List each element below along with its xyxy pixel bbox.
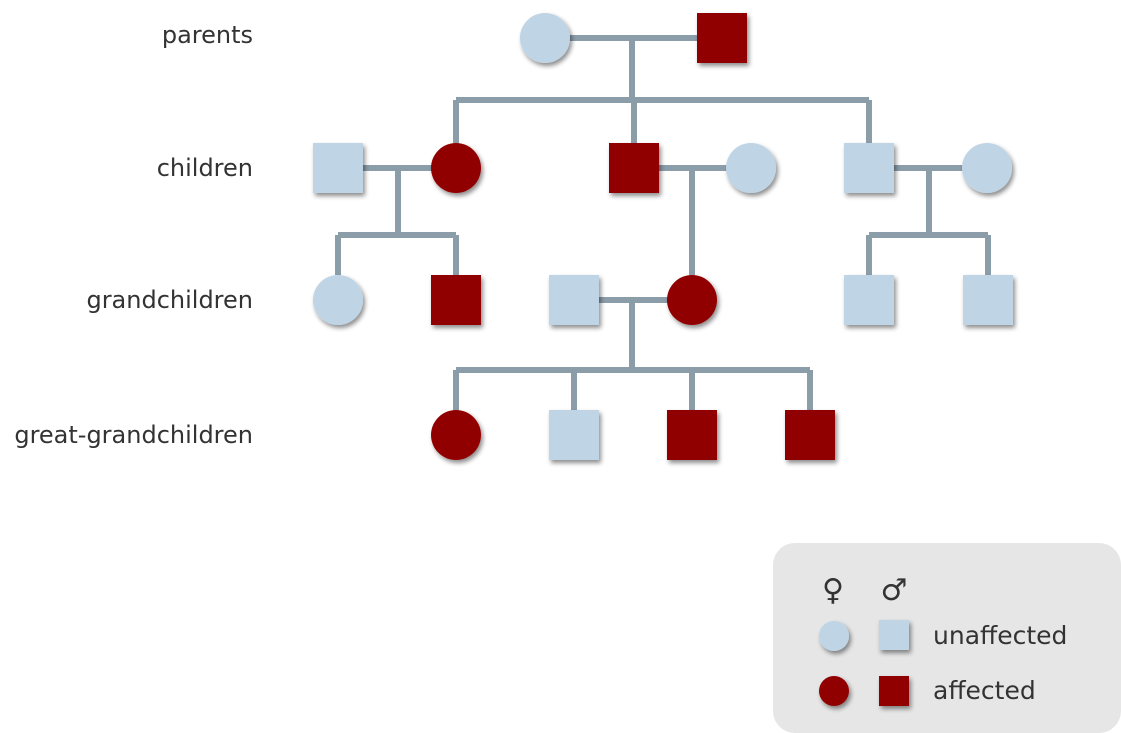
female-affected-individual [431, 410, 481, 460]
legend-unaffected-label: unaffected [933, 621, 1067, 650]
male-affected-individual [697, 13, 747, 63]
male-unaffected-individual [549, 275, 599, 325]
legend-female-affected-icon [819, 676, 849, 706]
male-unaffected-individual [844, 275, 894, 325]
legend-female-unaffected-icon [819, 621, 849, 651]
male-affected-individual [667, 410, 717, 460]
legend: ♀ ♂ unaffected affected [773, 543, 1121, 733]
male-unaffected-individual [963, 275, 1013, 325]
male-affected-individual [785, 410, 835, 460]
legend-affected-label: affected [933, 676, 1036, 705]
female-affected-individual [431, 143, 481, 193]
generation-labels: parents children grandchildren great-gra… [14, 21, 253, 449]
female-unaffected-individual [962, 143, 1012, 193]
legend-male-unaffected-icon [879, 620, 909, 650]
male-affected-individual [431, 275, 481, 325]
individuals [313, 13, 1013, 460]
male-unaffected-individual [313, 143, 363, 193]
legend-male-affected-icon [879, 676, 909, 706]
male-affected-individual [609, 143, 659, 193]
legend-background [773, 543, 1121, 733]
male-unaffected-individual [549, 410, 599, 460]
female-unaffected-individual [520, 13, 570, 63]
generation-label-parents: parents [162, 21, 253, 49]
female-affected-individual [667, 275, 717, 325]
female-unaffected-individual [313, 275, 363, 325]
male-unaffected-individual [844, 143, 894, 193]
generation-label-children: children [157, 154, 253, 182]
male-symbol-icon: ♂ [881, 573, 908, 608]
female-symbol-icon: ♀ [822, 573, 844, 608]
generation-label-grandchildren: grandchildren [86, 286, 253, 314]
female-unaffected-individual [726, 143, 776, 193]
connection-lines [335, 35, 991, 410]
generation-label-great-grandchildren: great-grandchildren [14, 421, 253, 449]
